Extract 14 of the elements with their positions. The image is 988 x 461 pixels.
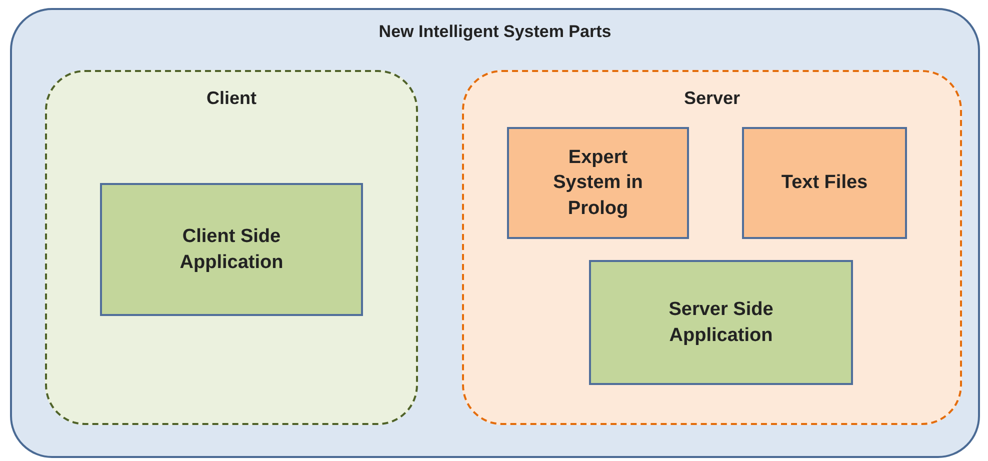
component-box <box>100 183 363 316</box>
group-heading: Server <box>684 88 740 109</box>
group-heading: New Intelligent System Parts <box>378 22 612 42</box>
component-label: Server Side Application <box>668 298 774 348</box>
group-heading: Client <box>206 88 256 109</box>
component-label: Client Side Application <box>178 224 284 274</box>
component-box <box>507 127 689 239</box>
system-container <box>10 8 980 458</box>
component-box <box>742 127 907 239</box>
server-group <box>462 70 962 425</box>
component-label: Text Files <box>781 171 868 196</box>
component-label: Expert System in Prolog <box>552 146 644 221</box>
client-group <box>45 70 418 425</box>
component-box <box>589 260 853 385</box>
